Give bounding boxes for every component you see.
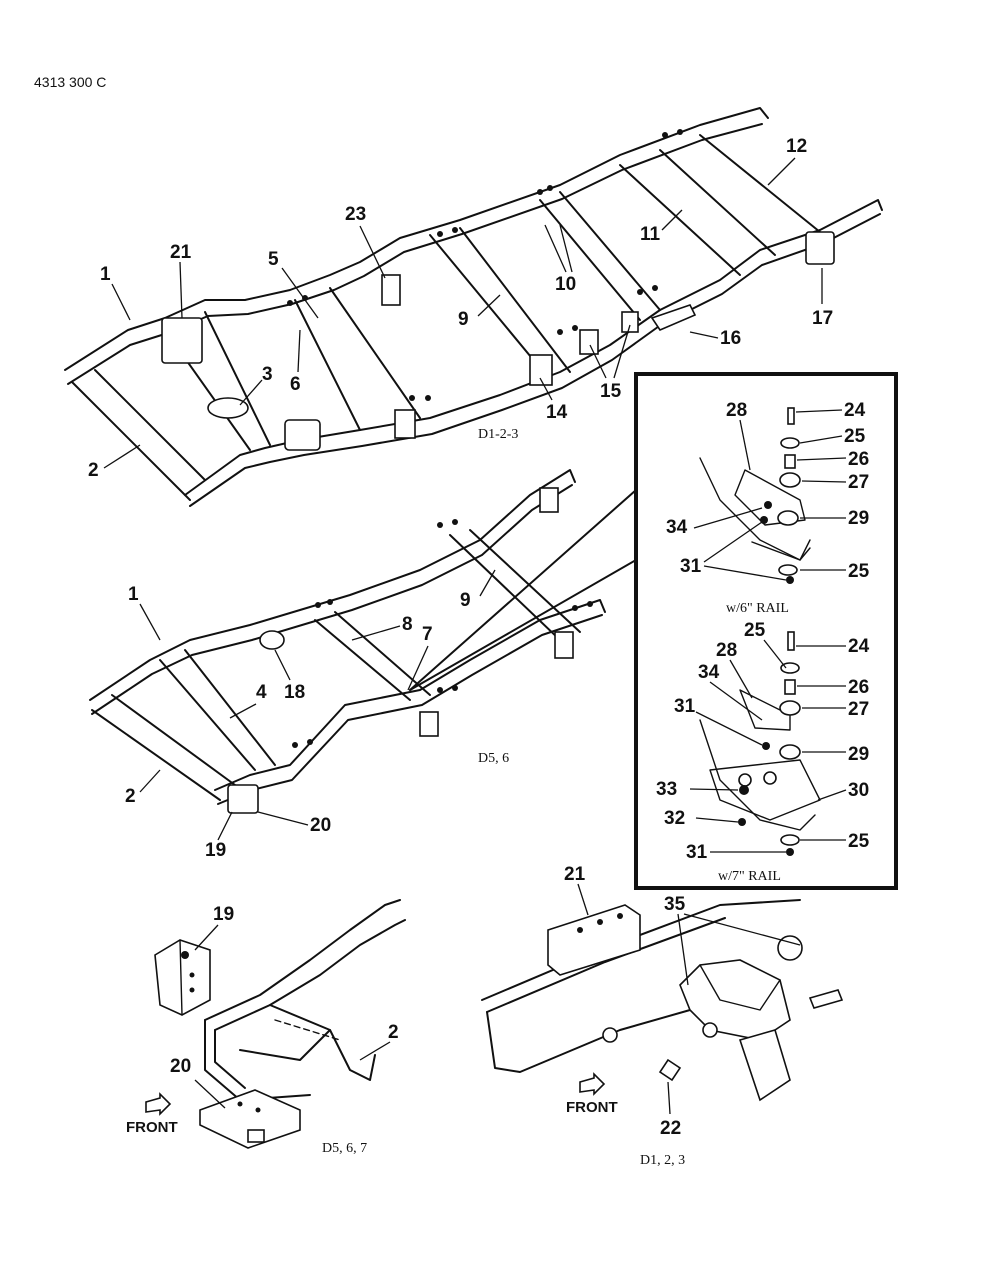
inset-pointer-lower xyxy=(409,559,637,691)
callout-inset6-25: 25 xyxy=(844,426,866,447)
inset-box xyxy=(634,372,898,890)
callout-inset7-31b: 31 xyxy=(686,842,708,863)
callout-mid-8: 8 xyxy=(402,614,413,635)
callout-inset7-32: 32 xyxy=(664,808,685,829)
callout-top-3: 3 xyxy=(262,364,273,385)
callout-bl-20: 20 xyxy=(170,1056,191,1077)
caption-d5-6-7: D5, 6, 7 xyxy=(322,1141,367,1156)
callout-mid-9: 9 xyxy=(460,590,471,611)
callout-inset6-25b: 25 xyxy=(848,561,870,582)
callout-top-11: 11 xyxy=(640,224,661,245)
top-frame-callouts: 1 2 3 5 6 9 10 11 12 14 15 16 17 21 23 D… xyxy=(88,136,833,481)
callout-top-1: 1 xyxy=(100,264,111,285)
callout-top-15: 15 xyxy=(600,381,622,402)
callout-mid-20: 20 xyxy=(310,815,331,836)
middle-frame-drawing xyxy=(89,469,606,814)
front-label-right: FRONT xyxy=(566,1099,618,1116)
callout-top-17: 17 xyxy=(812,308,833,329)
callout-inset7-34: 34 xyxy=(698,662,720,683)
callout-top-6: 6 xyxy=(290,374,301,395)
callout-top-14: 14 xyxy=(546,402,568,423)
callout-top-9: 9 xyxy=(458,309,469,330)
caption-w7-rail: w/7" RAIL xyxy=(718,869,781,884)
callout-top-2: 2 xyxy=(88,460,99,481)
callout-bl-19: 19 xyxy=(213,904,234,925)
callout-inset6-34: 34 xyxy=(666,517,688,538)
callout-top-16: 16 xyxy=(720,328,741,349)
callout-inset7-27: 27 xyxy=(848,699,869,720)
callout-top-23: 23 xyxy=(345,204,366,225)
callout-mid-2: 2 xyxy=(125,786,136,807)
front-arrow-left-icon xyxy=(145,1092,172,1116)
callout-inset7-33: 33 xyxy=(656,779,677,800)
callout-mid-19: 19 xyxy=(205,840,226,861)
callout-inset7-28: 28 xyxy=(716,640,737,661)
callout-inset7-25b: 25 xyxy=(848,831,870,852)
callout-inset6-28: 28 xyxy=(726,400,747,421)
callout-inset6-27: 27 xyxy=(848,472,869,493)
bottom-left-detail: FRONT 19 20 2 D5, 6, 7 xyxy=(126,899,406,1156)
callout-top-21: 21 xyxy=(170,242,192,263)
callout-inset7-30: 30 xyxy=(848,780,869,801)
bottom-right-detail: FRONT 21 35 22 D1, 2, 3 xyxy=(481,864,844,1168)
callout-top-5: 5 xyxy=(268,249,279,270)
callout-inset6-31: 31 xyxy=(680,556,702,577)
inset-6in-rail: 24 25 26 27 28 29 34 31 25 w/6" RAIL xyxy=(666,400,870,616)
callout-inset6-24: 24 xyxy=(844,400,866,421)
callout-inset7-24: 24 xyxy=(848,636,870,657)
caption-w6-rail: w/6" RAIL xyxy=(726,601,789,616)
inset-7in-rail: 25 24 28 26 34 27 31 29 33 30 32 25 31 w… xyxy=(656,620,870,884)
callout-inset7-31: 31 xyxy=(674,696,696,717)
callout-br-21: 21 xyxy=(564,864,586,885)
callout-top-12: 12 xyxy=(786,136,807,157)
callout-inset7-26: 26 xyxy=(848,677,869,698)
callout-inset6-26: 26 xyxy=(848,449,869,470)
caption-d1-2-3-bottom: D1, 2, 3 xyxy=(640,1153,685,1168)
callout-bl-2: 2 xyxy=(388,1022,399,1043)
front-label-left: FRONT xyxy=(126,1119,178,1136)
callout-mid-1: 1 xyxy=(128,584,139,605)
callout-mid-18: 18 xyxy=(284,682,305,703)
front-arrow-right-icon xyxy=(579,1072,606,1096)
callout-inset6-29: 29 xyxy=(848,508,869,529)
inset-pointer-upper xyxy=(409,489,637,691)
middle-frame-callouts: 1 2 4 7 8 9 18 19 20 D5, 6 xyxy=(125,569,509,861)
callout-top-10: 10 xyxy=(555,274,576,295)
document-id: 4313 300 C xyxy=(34,74,106,90)
callout-br-22: 22 xyxy=(660,1118,681,1139)
callout-mid-7: 7 xyxy=(422,624,433,645)
top-frame-drawing xyxy=(64,107,883,507)
callout-inset7-25: 25 xyxy=(744,620,766,641)
caption-d5-6: D5, 6 xyxy=(478,751,509,766)
callout-br-35: 35 xyxy=(664,894,686,915)
callout-mid-4: 4 xyxy=(256,682,267,703)
callout-inset7-29: 29 xyxy=(848,744,869,765)
caption-d1-2-3: D1-2-3 xyxy=(478,427,518,442)
